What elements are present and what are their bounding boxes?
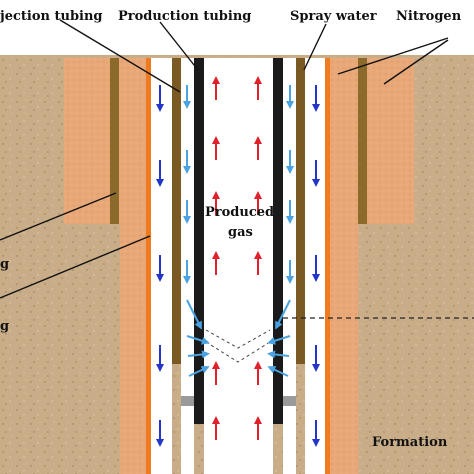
annulus-left [151,58,172,474]
packer-left [181,396,194,406]
injection-tubing-wall-right [296,58,305,364]
perforation-chevron-2 [205,341,271,363]
label-formation: Formation [372,435,448,450]
surface-casing-wall-right [358,58,367,224]
perforation-chevron-1 [205,329,271,349]
label-produced-gas-1: Produced [205,205,274,220]
label-produced-gas-2: gas [228,225,253,240]
label-injection-tubing: jection tubing [0,9,103,24]
surface-casing-wall-left [110,58,119,224]
spray-water-arrows [183,85,294,377]
label-cut-left-2: g [0,319,9,334]
sky-area [0,0,474,55]
cement-right [330,58,358,474]
production-bore [204,58,273,474]
cement-left [120,58,146,474]
casing-line-left [146,58,151,474]
label-production-tubing: Production tubing [118,9,251,24]
leader-lines [0,19,449,299]
injection-tubing-wall-left [172,58,181,364]
surface-casing-right [358,58,414,224]
nitrogen-arrows [156,85,320,447]
gas-flow-arrows [212,76,262,440]
casing-line-right [325,58,330,474]
packer-right [283,396,296,406]
label-spray-water: Spray water [290,9,377,24]
label-cut-left-1: g [0,257,9,272]
production-tubing-wall-right [273,58,283,424]
label-nitrogen: Nitrogen [396,9,462,24]
production-tubing-wall-left [194,58,204,424]
